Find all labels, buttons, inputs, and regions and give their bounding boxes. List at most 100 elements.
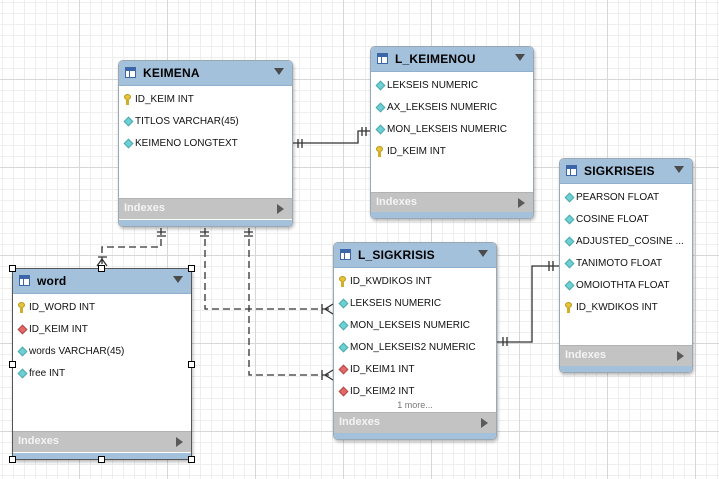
table-header[interactable]: SIGKRISEIS: [560, 159, 692, 184]
column-row[interactable]: LEKSEIS NUMERIC: [371, 75, 533, 97]
column-icon: [375, 124, 386, 135]
column-label: LEKSEIS NUMERIC: [350, 298, 442, 309]
column-icon: [17, 346, 28, 357]
resize-handle-bottom[interactable]: [98, 456, 105, 463]
column-icon: [338, 298, 349, 309]
indexes-section[interactable]: Indexes: [371, 192, 533, 213]
column-label: AX_LEKSEIS NUMERIC: [387, 102, 498, 113]
table-header[interactable]: word: [13, 269, 191, 294]
dropdown-arrow-icon[interactable]: [173, 276, 183, 283]
column-label: ID_KEIM INT: [387, 146, 446, 157]
column-icon: [338, 342, 349, 353]
table-title: KEIMENA: [143, 66, 200, 80]
resize-handle-right[interactable]: [188, 361, 195, 368]
column-row[interactable]: ID_KWDIKOS INT: [334, 271, 496, 293]
column-label: LEKSEIS NUMERIC: [387, 80, 479, 91]
column-row[interactable]: words VARCHAR(45): [13, 341, 191, 363]
expand-arrow-icon[interactable]: [518, 198, 525, 208]
table-header[interactable]: KEIMENA: [119, 61, 292, 86]
column-row[interactable]: OMOIOTHTA FLOAT: [560, 275, 692, 297]
resize-handle-top-right[interactable]: [188, 265, 195, 272]
table-bottom-border: [371, 212, 533, 218]
column-row[interactable]: ID_KWDIKOS INT: [560, 297, 692, 319]
table-sigkriseis[interactable]: SIGKRISEIS PEARSON FLOAT COSINE FLOAT AD…: [559, 158, 693, 373]
column-icon: [375, 102, 386, 113]
column-icon: [564, 192, 575, 203]
column-label: ID_KWDIKOS INT: [350, 276, 432, 287]
column-row[interactable]: free INT: [13, 363, 191, 385]
column-label: ID_KWDIKOS INT: [576, 302, 658, 313]
relationship-keimena-l-keimenou[interactable]: [293, 127, 371, 148]
more-columns-link[interactable]: 1 more...: [397, 400, 433, 410]
table-bottom-border: [119, 220, 292, 226]
table-bottom-border: [334, 433, 496, 439]
expand-arrow-icon[interactable]: [277, 204, 284, 214]
table-header[interactable]: L_SIGKRISIS: [334, 243, 496, 268]
column-label: ID_KEIM2 INT: [350, 386, 415, 397]
table-title: SIGKRISEIS: [584, 164, 655, 178]
table-title: L_SIGKRISIS: [358, 248, 435, 262]
resize-handle-top[interactable]: [98, 265, 105, 272]
column-row[interactable]: COSINE FLOAT: [560, 209, 692, 231]
dropdown-arrow-icon[interactable]: [478, 250, 488, 257]
resize-handle-top-left[interactable]: [9, 265, 16, 272]
column-icon: [564, 258, 575, 269]
indexes-section[interactable]: Indexes: [13, 431, 191, 452]
column-row[interactable]: AX_LEKSEIS NUMERIC: [371, 97, 533, 119]
table-l-keimenou[interactable]: L_KEIMENOU LEKSEIS NUMERIC AX_LEKSEIS NU…: [370, 46, 534, 219]
column-label: words VARCHAR(45): [29, 346, 125, 357]
indexes-label: Indexes: [339, 416, 380, 428]
table-icon: [19, 275, 30, 286]
dropdown-arrow-icon[interactable]: [515, 54, 525, 61]
column-icon: [375, 80, 386, 91]
table-keimena[interactable]: KEIMENA ID_KEIM INT TITLOS VARCHAR(45) K…: [118, 60, 293, 227]
relationship-l-sigkrisis-sigkriseis[interactable]: [497, 261, 559, 346]
column-label: MON_LEKSEIS NUMERIC: [387, 124, 508, 135]
column-row[interactable]: PEARSON FLOAT: [560, 187, 692, 209]
indexes-section[interactable]: Indexes: [334, 412, 496, 433]
column-label: OMOIOTHTA FLOAT: [576, 280, 670, 291]
column-label: ID_KEIM INT: [135, 94, 194, 105]
indexes-label: Indexes: [124, 202, 165, 214]
indexes-section[interactable]: Indexes: [560, 345, 692, 366]
foreign-key-icon: [338, 386, 349, 397]
expand-arrow-icon[interactable]: [176, 437, 183, 447]
relationship-keimena-word[interactable]: [96, 228, 166, 267]
table-l-sigkrisis[interactable]: L_SIGKRISIS ID_KWDIKOS INT LEKSEIS NUMER…: [333, 242, 497, 440]
column-row[interactable]: ID_KEIM INT: [371, 141, 533, 163]
expand-arrow-icon[interactable]: [481, 418, 488, 428]
column-row[interactable]: KEIMENO LONGTEXT: [119, 133, 292, 155]
table-title: L_KEIMENOU: [395, 52, 476, 66]
dropdown-arrow-icon[interactable]: [674, 166, 684, 173]
expand-arrow-icon[interactable]: [677, 351, 684, 361]
column-row[interactable]: ADJUSTED_COSINE ...: [560, 231, 692, 253]
column-row[interactable]: MON_LEKSEIS2 NUMERIC: [334, 337, 496, 359]
relationship-keimena-l-sigkrisis-2[interactable]: [244, 228, 334, 381]
column-row[interactable]: ID_KEIM INT: [13, 319, 191, 341]
column-row[interactable]: LEKSEIS NUMERIC: [334, 293, 496, 315]
relationship-keimena-l-sigkrisis-1[interactable]: [200, 228, 334, 315]
column-row[interactable]: MON_LEKSEIS NUMERIC: [334, 315, 496, 337]
column-icon: [338, 320, 349, 331]
table-bottom-border: [560, 366, 692, 372]
column-row[interactable]: ID_KEIM1 INT: [334, 359, 496, 381]
table-word[interactable]: word ID_WORD INT ID_KEIM INT words VARCH…: [12, 268, 192, 460]
column-icon: [564, 214, 575, 225]
column-row[interactable]: ID_KEIM2 INT: [334, 381, 496, 403]
indexes-section[interactable]: Indexes: [119, 198, 292, 219]
column-row[interactable]: ID_WORD INT: [13, 297, 191, 319]
column-row[interactable]: ID_KEIM INT: [119, 89, 292, 111]
dropdown-arrow-icon[interactable]: [274, 68, 284, 75]
column-row[interactable]: MON_LEKSEIS NUMERIC: [371, 119, 533, 141]
column-row[interactable]: TITLOS VARCHAR(45): [119, 111, 292, 133]
resize-handle-bottom-right[interactable]: [188, 456, 195, 463]
indexes-label: Indexes: [376, 196, 417, 208]
column-label: TITLOS VARCHAR(45): [135, 116, 239, 127]
resize-handle-bottom-left[interactable]: [9, 456, 16, 463]
table-header[interactable]: L_KEIMENOU: [371, 47, 533, 72]
primary-key-icon: [339, 276, 346, 287]
table-icon: [377, 53, 388, 64]
column-row[interactable]: TANIMOTO FLOAT: [560, 253, 692, 275]
resize-handle-left[interactable]: [9, 361, 16, 368]
